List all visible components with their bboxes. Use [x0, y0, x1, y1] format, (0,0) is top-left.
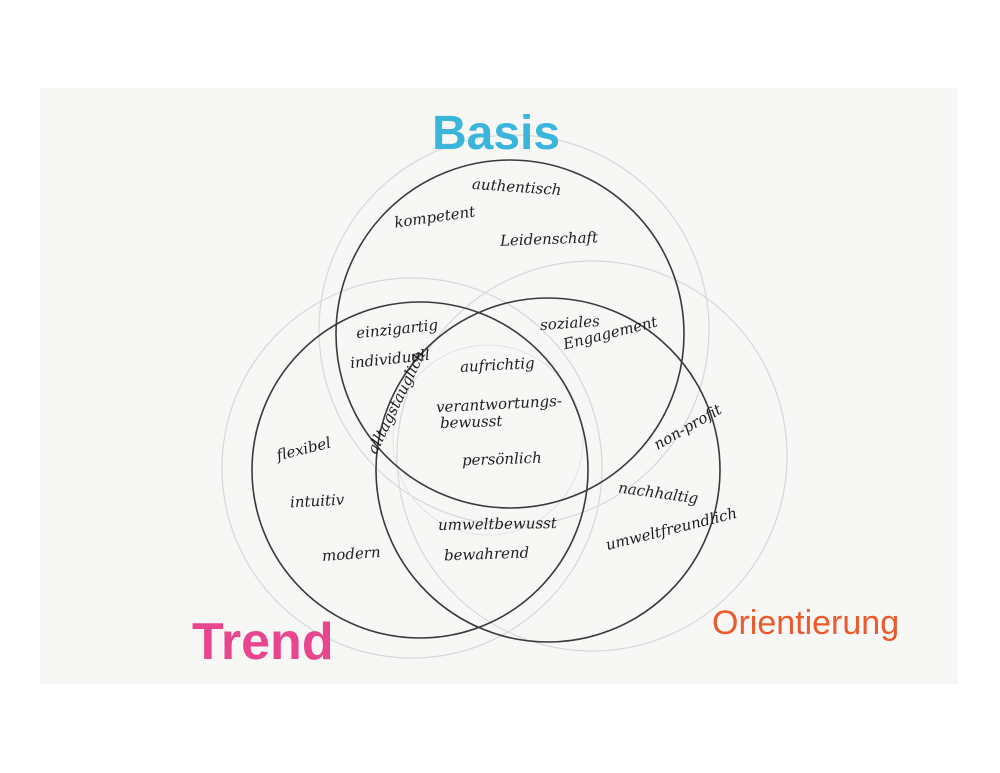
guide-circle-inner [392, 344, 584, 536]
guide-circle-basis [318, 134, 710, 526]
label-bewusst: bewusst [439, 411, 503, 433]
paper-background [40, 88, 958, 684]
label-umweltbewusst: umweltbewusst [437, 513, 557, 535]
circle-orientierung [375, 297, 721, 643]
circle-trend [251, 301, 589, 639]
guide-circle-trend [221, 277, 603, 659]
label-bewahrend: bewahrend [443, 543, 530, 565]
heading-basis: Basis [432, 107, 561, 160]
label-intuitiv: intuitiv [289, 490, 345, 512]
heading-orientierung: Orientierung [712, 604, 900, 642]
guide-circle-orientierung [396, 260, 788, 652]
heading-trend: Trend [192, 613, 334, 671]
circle-basis [335, 159, 685, 509]
label-leidenschaft: Leidenschaft [499, 228, 599, 250]
label-persoenlich: persönlich [461, 448, 542, 470]
